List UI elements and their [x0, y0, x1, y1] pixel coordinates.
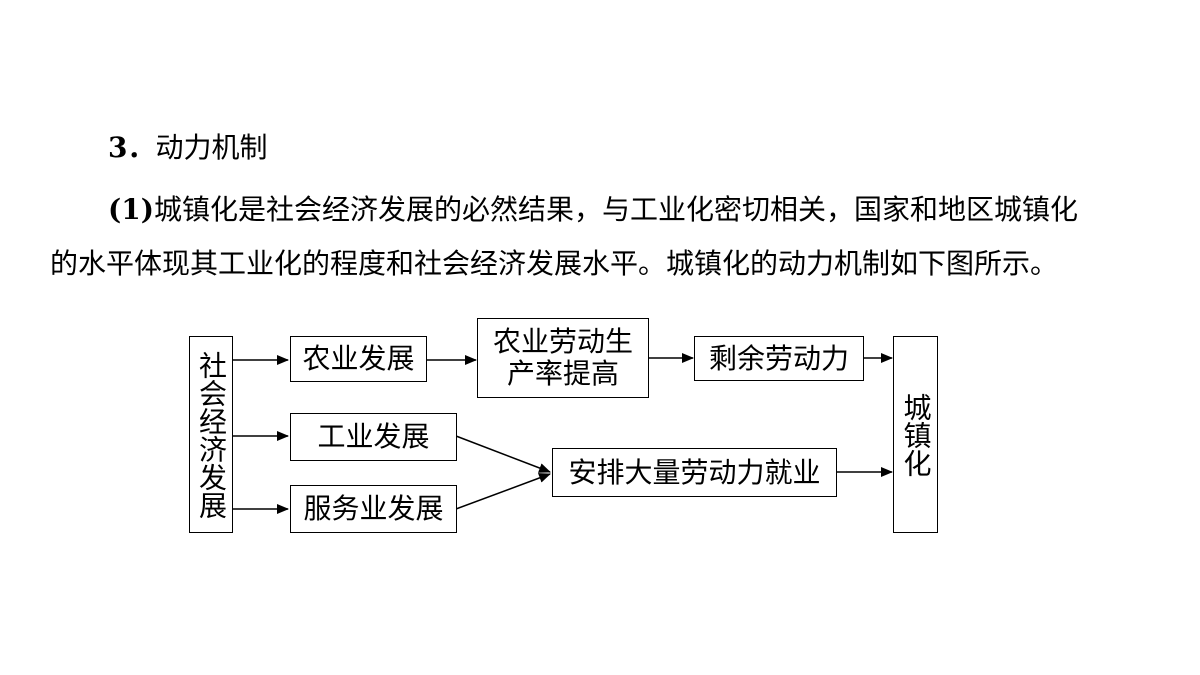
paragraph-line-2: 的水平体现其工业化的程度和社会经济发展水平。城镇化的动力机制如下图所示。 — [50, 246, 1150, 282]
box-industry-development: 工业发展 — [290, 413, 457, 461]
arrow-industry-to-employment — [455, 435, 551, 473]
arrow-services-to-employment — [455, 473, 551, 510]
box-surplus-labor: 剩余劳动力 — [694, 336, 864, 381]
paragraph-text-1: 城镇化是社会经济发展的必然结果，与工业化密切相关，国家和地区城镇化 — [153, 193, 1078, 226]
paragraph-line-1: (1)城镇化是社会经济发展的必然结果，与工业化密切相关，国家和地区城镇化 — [108, 192, 1200, 228]
box-social-economic-development: 社会经济发展 — [189, 336, 233, 533]
box-large-scale-employment: 安排大量劳动力就业 — [552, 448, 837, 497]
box-agricultural-productivity: 农业劳动生产率提高 — [477, 318, 649, 398]
paragraph-text-2: 的水平体现其工业化的程度和社会经济发展水平。城镇化的动力机制如下图所示。 — [50, 247, 1059, 280]
box-urbanization: 城镇化 — [893, 336, 938, 533]
box-agriculture-development: 农业发展 — [290, 336, 427, 382]
section-title: 动力机制 — [155, 131, 268, 164]
paragraph-marker: (1) — [108, 193, 154, 226]
section-number: 3． — [108, 131, 156, 164]
box-service-industry-development: 服务业发展 — [290, 485, 457, 533]
section-heading: 3．动力机制 — [108, 130, 268, 166]
